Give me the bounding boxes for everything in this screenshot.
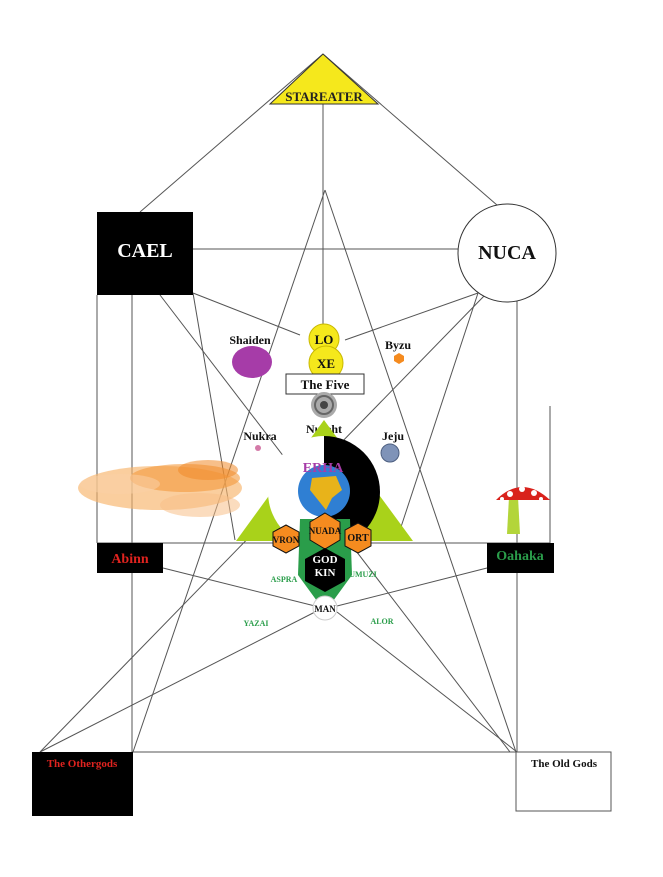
man-circle [312, 595, 338, 621]
vron-label: VRON [273, 535, 300, 545]
cael-box [97, 212, 193, 295]
xe-label: XE [317, 356, 335, 371]
nuada-label: NUADA [309, 526, 342, 536]
the-othergods-label: The Othergods [47, 758, 118, 770]
ort-label: ORT [347, 533, 369, 544]
yazai-label: YAZAI [243, 619, 268, 628]
stareater-label: STAREATER [285, 89, 363, 104]
the-old-gods-box [515, 751, 612, 812]
jeju-planet [380, 443, 400, 463]
comet-cloud [78, 460, 242, 517]
cael-label: CAEL [117, 240, 173, 262]
god-label: GOD [312, 554, 337, 566]
ort-hex [344, 522, 372, 554]
mushroom-icon [496, 486, 550, 534]
man-label: MAN [314, 604, 336, 614]
god-kin-hex [305, 548, 345, 592]
abinn-label: Abinn [111, 552, 149, 567]
connection-lines [39, 53, 551, 753]
erha-land [310, 476, 342, 510]
alor-label: ALOR [370, 617, 393, 626]
jeju-label: Jeju [382, 429, 404, 443]
the-five-label: The Five [301, 377, 350, 392]
shaiden-label: Shaiden [229, 333, 271, 347]
lo-label: LO [315, 332, 334, 347]
erha-label: ERHA [303, 461, 344, 476]
nukra-planet [255, 445, 261, 451]
aspra-label: ASPRA [271, 575, 298, 584]
kin-label: KIN [315, 567, 336, 579]
stareater-triangle [268, 53, 380, 105]
oahaka-box [487, 543, 554, 573]
byzu-planet [394, 353, 404, 364]
oahaka-label: Oahaka [496, 549, 543, 564]
nuca-label: NUCA [478, 242, 536, 264]
nuca-circle [457, 203, 557, 303]
the-old-gods-label: The Old Gods [531, 758, 598, 770]
abinn-box [97, 543, 163, 573]
umuzi-label: UMUZI [349, 570, 377, 579]
swirl-icon [311, 392, 337, 418]
shaiden-planet [232, 346, 272, 378]
vron-hex [272, 524, 300, 554]
byzu-label: Byzu [385, 338, 411, 352]
the-othergods-box [32, 752, 133, 816]
nukra-label: Nukra [243, 429, 276, 443]
